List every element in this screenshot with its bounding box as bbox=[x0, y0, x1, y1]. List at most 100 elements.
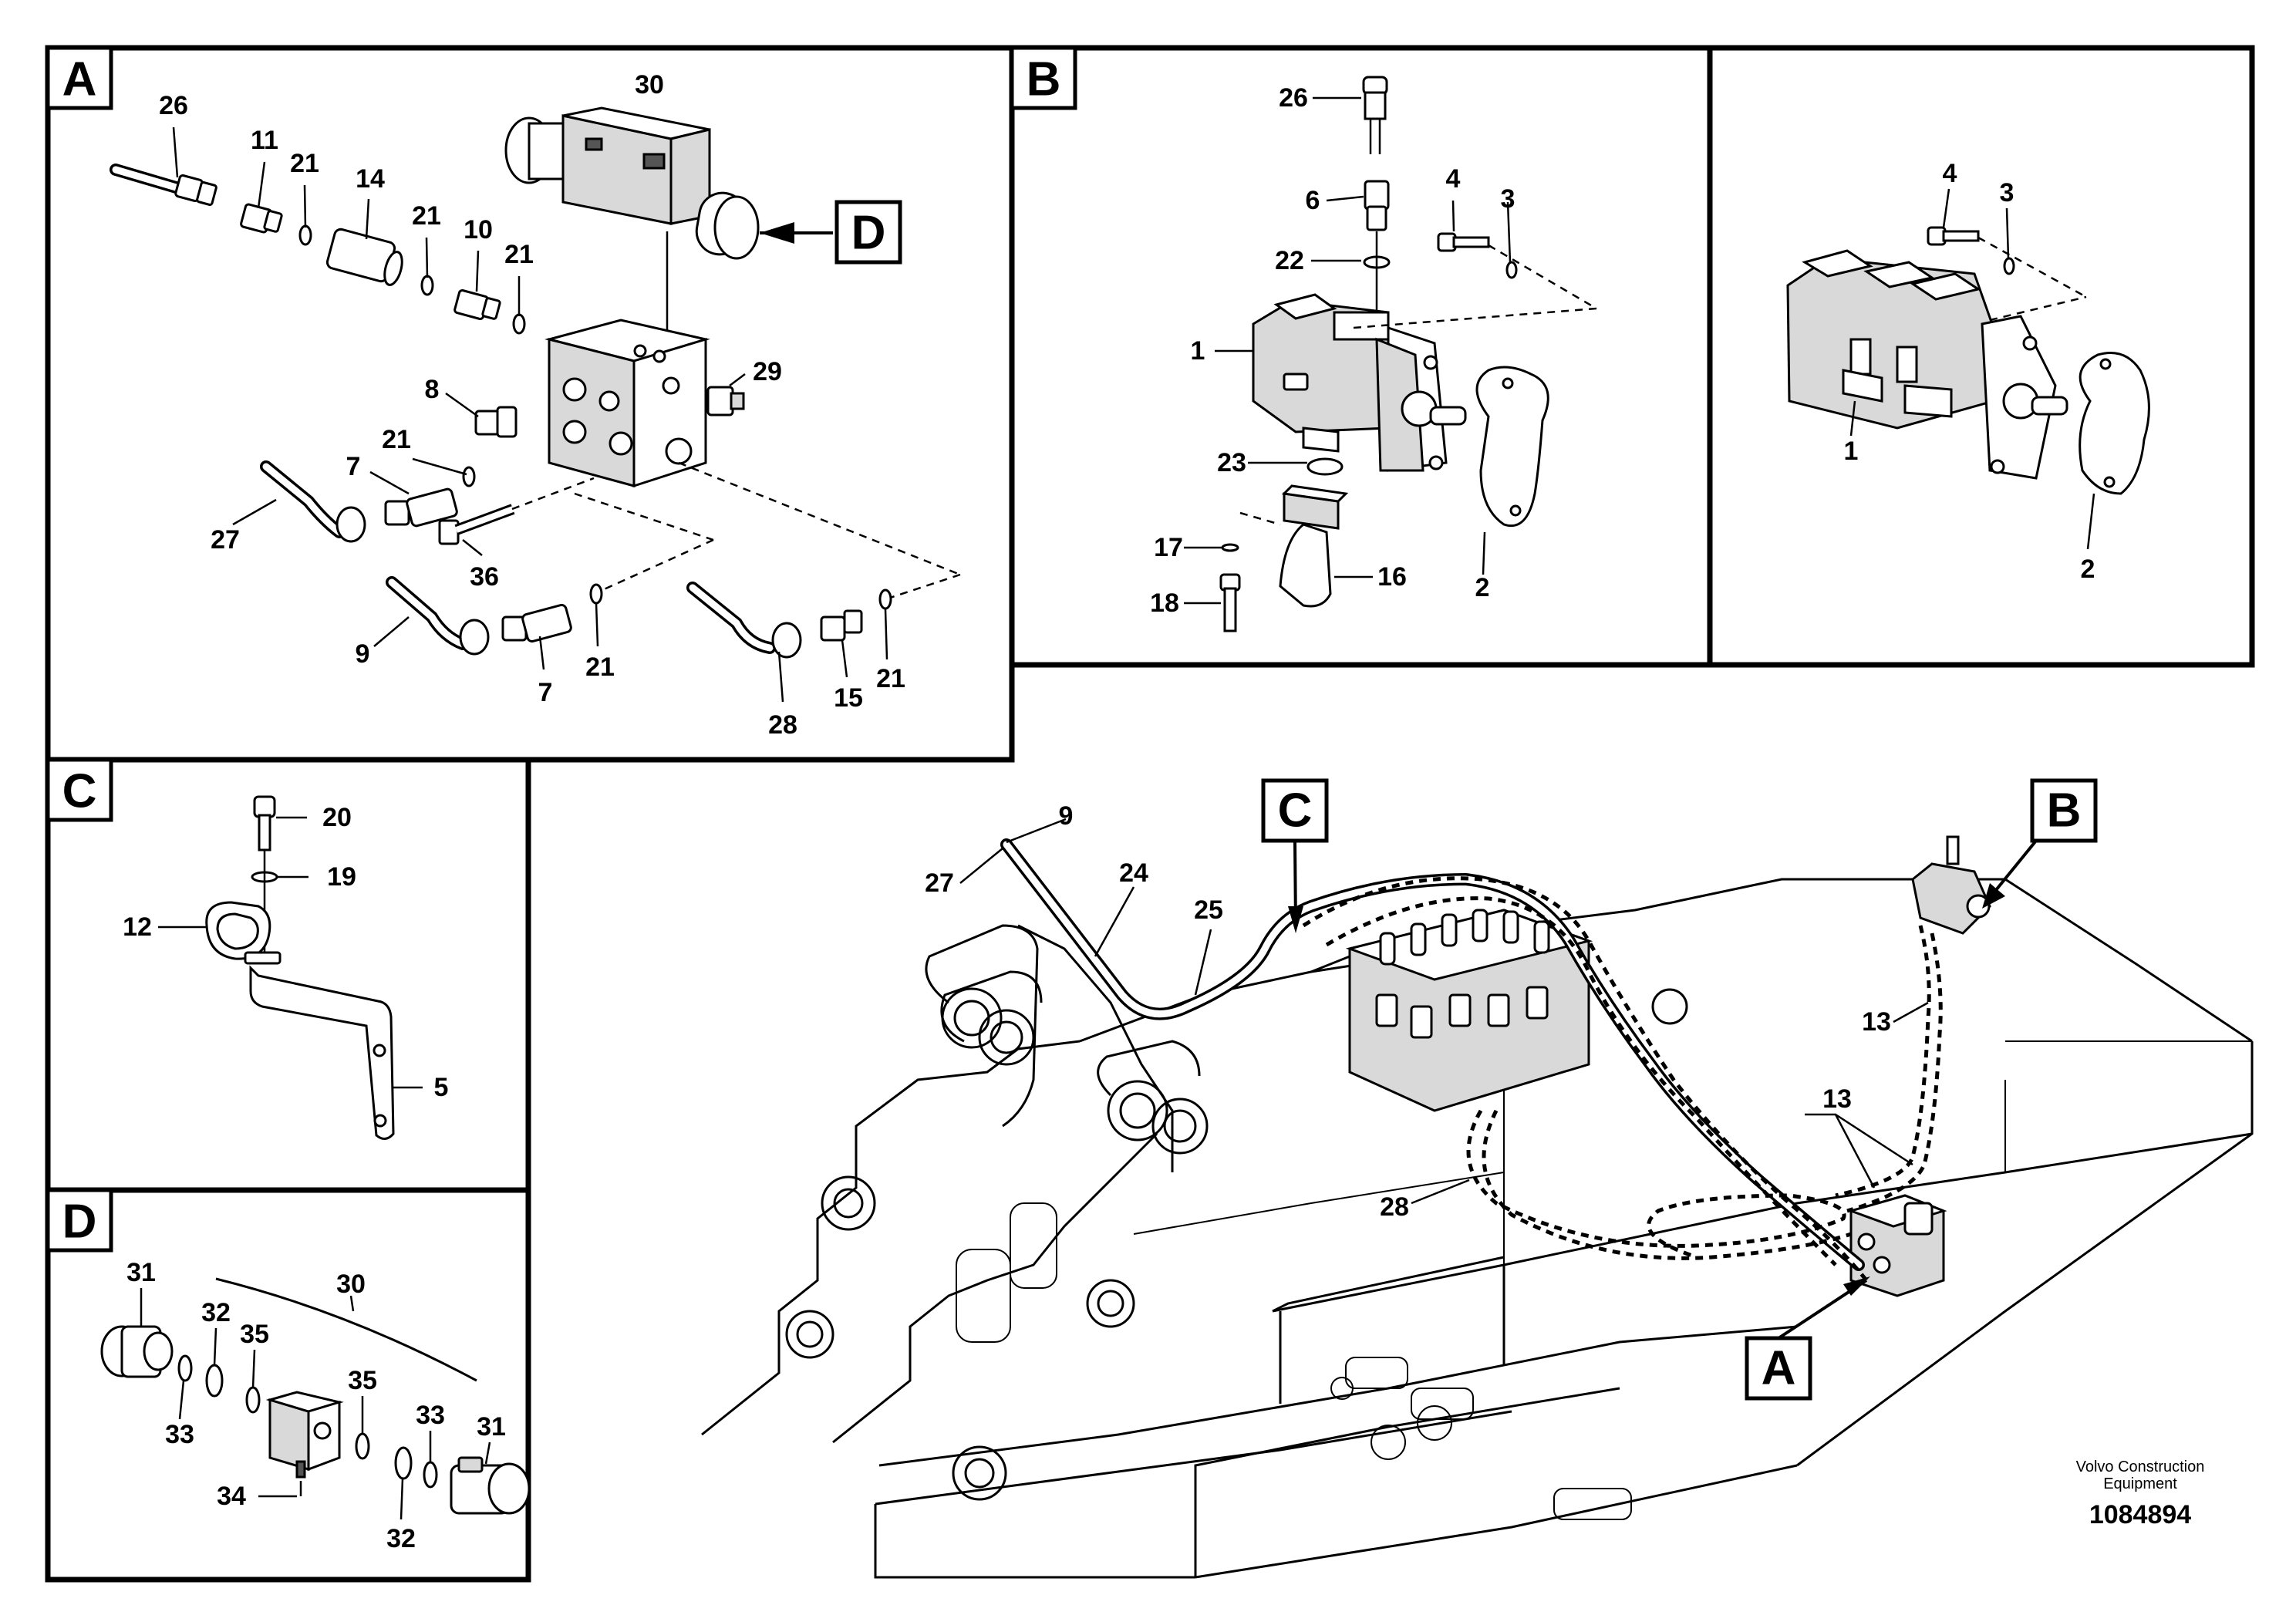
callout-30: 30 bbox=[336, 1270, 366, 1299]
callout-2: 2 bbox=[1475, 573, 1490, 602]
callout-1: 1 bbox=[1191, 336, 1205, 366]
fitting-11-icon bbox=[240, 203, 283, 234]
callout-9: 9 bbox=[356, 639, 370, 669]
detail-d-tag: D bbox=[851, 207, 886, 260]
callout-21: 21 bbox=[504, 240, 534, 269]
washer-17-icon bbox=[1221, 543, 1239, 552]
bolt-4-icon bbox=[1437, 232, 1490, 252]
hose-fitting-icon bbox=[110, 164, 217, 206]
callout-a-box bbox=[1745, 1336, 1812, 1401]
plug-8-icon bbox=[474, 406, 518, 438]
o-ring-icon bbox=[420, 275, 434, 296]
callout-17: 17 bbox=[1154, 533, 1183, 562]
screw-18-icon bbox=[1219, 573, 1241, 632]
panel-c-tag: C bbox=[62, 765, 97, 818]
connector-26-icon bbox=[1362, 76, 1388, 154]
brand-line-2: Equipment bbox=[2103, 1475, 2177, 1492]
hose-fitting-icon bbox=[686, 582, 863, 659]
callout-35: 35 bbox=[348, 1366, 377, 1395]
elbow-16-icon bbox=[1279, 484, 1349, 608]
callout-23: 23 bbox=[1217, 448, 1246, 477]
callout-4: 4 bbox=[1943, 159, 1957, 188]
hydraulic-pump-icon bbox=[1786, 249, 2068, 480]
panel-d: D bbox=[45, 1187, 531, 1583]
callout-5: 5 bbox=[434, 1073, 449, 1102]
panel-a-tag: A bbox=[62, 53, 97, 106]
fitting-10-icon bbox=[453, 288, 501, 321]
o-ring-icon bbox=[462, 466, 476, 487]
callout-32: 32 bbox=[386, 1524, 416, 1553]
o-ring-icon bbox=[1306, 457, 1344, 476]
panel-d-tag: D bbox=[62, 1195, 97, 1249]
callout-14: 14 bbox=[356, 164, 385, 194]
callout-33: 33 bbox=[165, 1420, 194, 1449]
callout-26: 26 bbox=[159, 91, 188, 120]
panel-c: C 20 19 12 5 bbox=[45, 757, 531, 1193]
valve-block-icon bbox=[544, 319, 745, 488]
callout-18: 18 bbox=[1150, 588, 1179, 618]
callout-26: 26 bbox=[1279, 83, 1308, 113]
callout-28: 28 bbox=[768, 710, 797, 740]
callout-7: 7 bbox=[346, 452, 361, 481]
callout-27: 27 bbox=[211, 525, 240, 555]
callout-31: 31 bbox=[477, 1412, 506, 1442]
washer-3-icon bbox=[1505, 261, 1518, 279]
callout-11: 11 bbox=[251, 126, 278, 155]
callout-1: 1 bbox=[1844, 437, 1859, 466]
callout-20: 20 bbox=[322, 803, 352, 832]
callout-a-tag: A bbox=[1762, 1342, 1796, 1395]
callout-2: 2 bbox=[2081, 555, 2095, 584]
callout-3: 3 bbox=[1501, 184, 1515, 214]
callout-6: 6 bbox=[1306, 186, 1320, 215]
panel-a: A bbox=[45, 45, 1015, 763]
gasket-icon bbox=[2079, 352, 2150, 495]
callout-24: 24 bbox=[1119, 858, 1148, 888]
solenoid-valve-icon bbox=[504, 106, 760, 260]
callout-22: 22 bbox=[1275, 246, 1304, 275]
hydraulic-pump-icon bbox=[1911, 835, 1991, 935]
o-ring-icon bbox=[177, 1354, 193, 1382]
panel-b-variant: 4 3 1 2 bbox=[1707, 45, 2255, 668]
callout-c-tag: C bbox=[1278, 784, 1313, 838]
brand-line-1: Volvo Construction bbox=[2076, 1458, 2205, 1475]
o-ring-33-icon bbox=[423, 1461, 438, 1489]
document-number: 1084894 bbox=[2089, 1500, 2191, 1529]
callout-7: 7 bbox=[538, 678, 553, 707]
callout-21: 21 bbox=[382, 425, 411, 454]
washer-32-icon bbox=[394, 1446, 413, 1480]
callout-19: 19 bbox=[327, 862, 356, 892]
panel-b: B bbox=[1009, 45, 1713, 668]
callout-b-box bbox=[2030, 778, 2098, 843]
callout-28: 28 bbox=[1380, 1192, 1409, 1222]
callout-c-box bbox=[1261, 778, 1329, 843]
control-valve-icon bbox=[1345, 909, 1688, 1112]
coil-31-icon bbox=[100, 1325, 174, 1378]
rod-36-icon bbox=[438, 504, 515, 545]
hose-fitting-icon bbox=[386, 576, 572, 656]
callout-15: 15 bbox=[834, 683, 863, 713]
gasket-icon bbox=[1475, 366, 1549, 527]
callout-16: 16 bbox=[1377, 562, 1407, 592]
callout-4: 4 bbox=[1446, 164, 1461, 194]
callout-12: 12 bbox=[123, 912, 152, 942]
callout-25: 25 bbox=[1194, 895, 1223, 925]
callout-35: 35 bbox=[240, 1320, 269, 1349]
panel-b-tag: B bbox=[1027, 53, 1061, 106]
washer-32-icon bbox=[205, 1364, 224, 1398]
o-ring-35-icon bbox=[355, 1432, 370, 1460]
callout-21: 21 bbox=[290, 149, 319, 178]
coil-31-icon bbox=[450, 1456, 531, 1515]
callout-27: 27 bbox=[925, 868, 954, 898]
callout-b-tag: B bbox=[2047, 784, 2082, 838]
clamp-icon bbox=[205, 901, 282, 965]
valve-block-icon bbox=[1847, 1194, 1947, 1297]
bracket-icon bbox=[249, 965, 395, 1140]
hose-fitting-icon bbox=[260, 460, 458, 543]
washer-3-icon bbox=[2003, 257, 2015, 275]
callout-8: 8 bbox=[425, 375, 440, 404]
valve-body-icon bbox=[265, 1391, 344, 1479]
callout-31: 31 bbox=[126, 1258, 156, 1287]
fitting-6-icon bbox=[1364, 180, 1390, 231]
bolt-20-icon bbox=[253, 795, 276, 851]
